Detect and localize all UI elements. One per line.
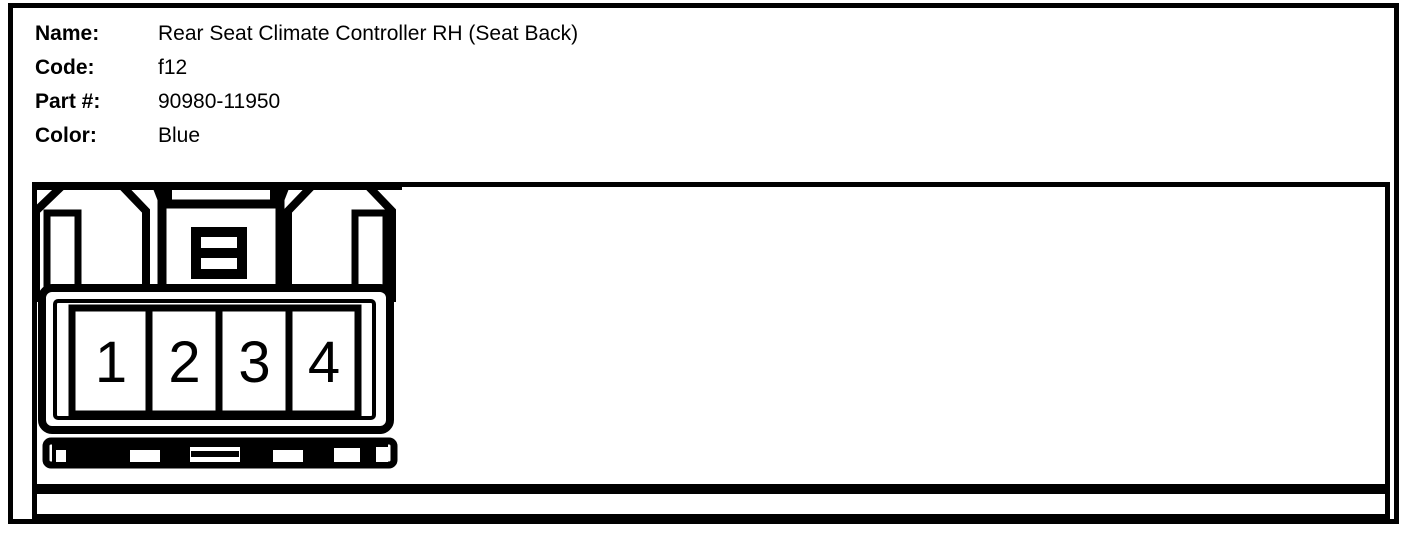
info-label: Part #: xyxy=(35,90,101,113)
footer-strip xyxy=(32,489,1390,519)
flange-notch xyxy=(334,448,360,462)
pin-cell-2: 2 xyxy=(168,329,201,395)
info-value: 90980-11950 xyxy=(158,90,281,113)
diagram-panel xyxy=(32,182,1390,489)
right-tab-slot xyxy=(351,209,390,299)
page-frame xyxy=(8,3,1399,524)
connector-info-block: Name: Rear Seat Climate Controller RH (S… xyxy=(35,21,578,157)
housing-top-bar xyxy=(32,182,402,190)
info-row-color: Color: Blue xyxy=(35,123,578,157)
info-value: f12 xyxy=(158,56,188,79)
info-row-part-number: Part #: 90980-11950 xyxy=(35,89,578,123)
pin-cell-3: 3 xyxy=(238,329,271,395)
info-label: Code: xyxy=(35,56,95,79)
flange-notch xyxy=(376,447,388,462)
flange-notch xyxy=(56,450,66,462)
connector-housing xyxy=(32,182,402,469)
flange-notch xyxy=(130,450,160,462)
pin-cell-4: 4 xyxy=(307,329,341,395)
body-inner-outline xyxy=(53,299,376,420)
info-value: Blue xyxy=(158,124,201,147)
info-label: Color: xyxy=(35,124,97,147)
left-tab-slot xyxy=(43,209,82,299)
flange-notch xyxy=(273,450,303,462)
pin-cell-1: 1 xyxy=(94,329,128,395)
info-label: Name: xyxy=(35,22,100,45)
info-row-code: Code: f12 xyxy=(35,55,578,89)
pin-block xyxy=(68,304,362,418)
info-value: Rear Seat Climate Controller RH (Seat Ba… xyxy=(158,22,579,45)
flange-center-rib xyxy=(191,451,239,457)
info-row-name: Name: Rear Seat Climate Controller RH (S… xyxy=(35,21,578,55)
